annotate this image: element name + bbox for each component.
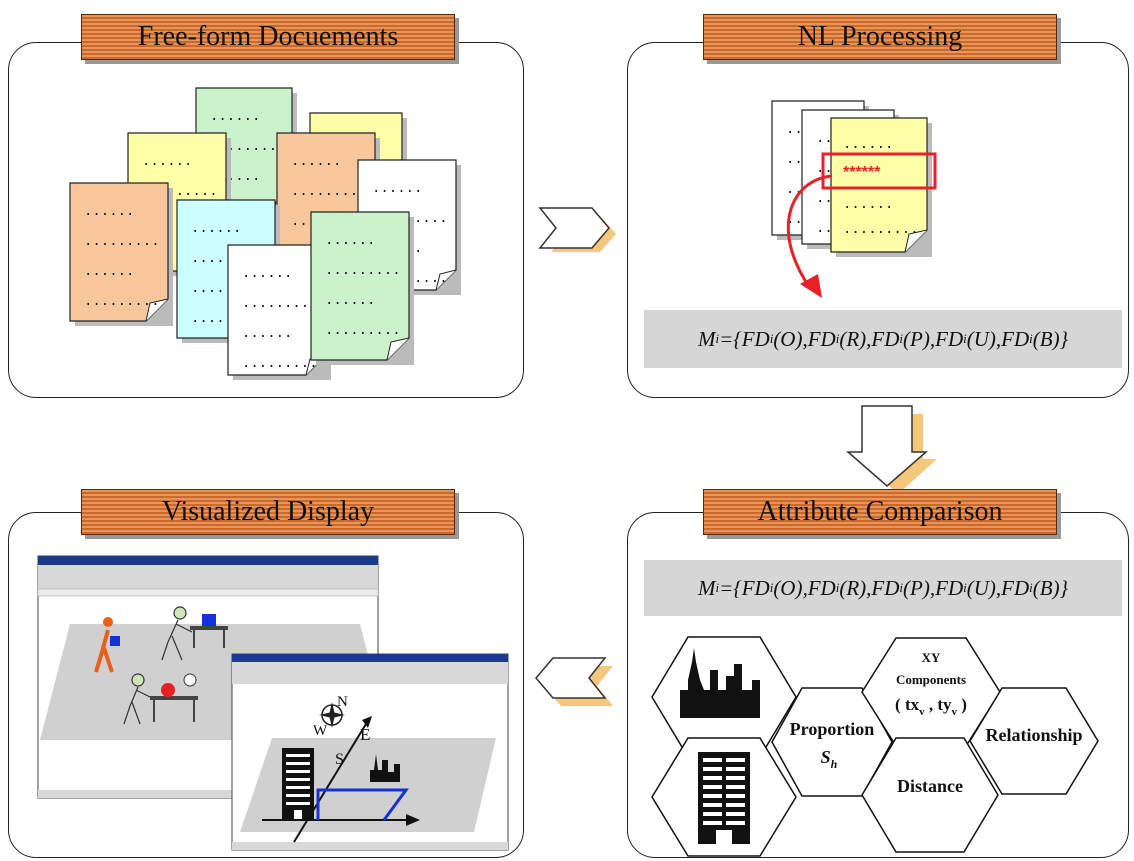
banner-attribute-comparison: Attribute Comparison xyxy=(703,489,1057,535)
hexagon-xy-components: XY Components ( txv , tyv ) xyxy=(861,637,1001,747)
axis-s-label: S xyxy=(335,751,344,768)
highlight-text: ****** xyxy=(843,164,881,181)
worktable-icon xyxy=(190,614,228,648)
xy-label: XY xyxy=(922,650,941,665)
arrow-down-icon xyxy=(845,405,937,494)
city-skyline-icon xyxy=(680,648,760,718)
person-icon xyxy=(94,617,120,673)
building-icon xyxy=(698,752,750,844)
hexagon-building xyxy=(651,737,797,857)
document-icon xyxy=(310,211,414,365)
person-icon xyxy=(161,606,193,661)
relationship-label: Relationship xyxy=(985,725,1082,745)
arrow-left-icon xyxy=(535,657,613,706)
components-label: Components xyxy=(896,672,966,687)
floor-plane xyxy=(240,738,496,832)
lab-table-icon xyxy=(150,673,198,722)
nl-document-stack: ...... ...... ......... ****** xyxy=(771,100,937,298)
distance-label: Distance xyxy=(897,776,963,796)
person-icon xyxy=(123,673,153,725)
svg-text:.........: ......... xyxy=(843,222,919,238)
svg-text:......: ...... xyxy=(843,137,893,153)
banner-free-form-documents: Free-form Docuements xyxy=(81,14,455,60)
compass-n: N xyxy=(337,694,348,710)
axis-arrowhead-icon xyxy=(406,814,420,826)
hexagon-distance: Distance xyxy=(861,737,999,853)
compass-w: W xyxy=(313,723,328,739)
banner-nl-processing: NL Processing xyxy=(703,14,1057,60)
proportion-symbol: Sh xyxy=(821,747,838,771)
proportion-label: Proportion xyxy=(790,719,875,739)
compass-icon: N W xyxy=(313,694,348,739)
building-icon xyxy=(282,748,314,820)
banner-visualized-display: Visualized Display xyxy=(81,489,455,535)
hexagon-relationship: Relationship xyxy=(969,687,1099,795)
extraction-arrow xyxy=(786,174,833,289)
svg-text:......: ...... xyxy=(843,197,893,213)
document-stack xyxy=(69,87,461,380)
attribute-hexagons: Proportion Sh XY Components ( txv , tyv … xyxy=(651,636,1099,857)
axis-line xyxy=(293,723,367,843)
document-icon: ...... ...... ......... xyxy=(830,117,932,257)
browser-window-front: N W E S xyxy=(231,653,509,851)
highlight-box xyxy=(821,152,937,190)
document-icon xyxy=(69,182,173,326)
arrowhead-icon xyxy=(800,274,822,298)
axis-arrowhead-icon xyxy=(362,716,372,728)
city-skyline-icon xyxy=(370,754,400,782)
axis-e-label: E xyxy=(360,725,370,744)
arrow-right-icon xyxy=(538,207,616,252)
hexagon-proportion: Proportion Sh xyxy=(771,687,893,797)
relation-path xyxy=(316,788,409,821)
xy-formula: ( txv , tyv ) xyxy=(895,695,967,718)
